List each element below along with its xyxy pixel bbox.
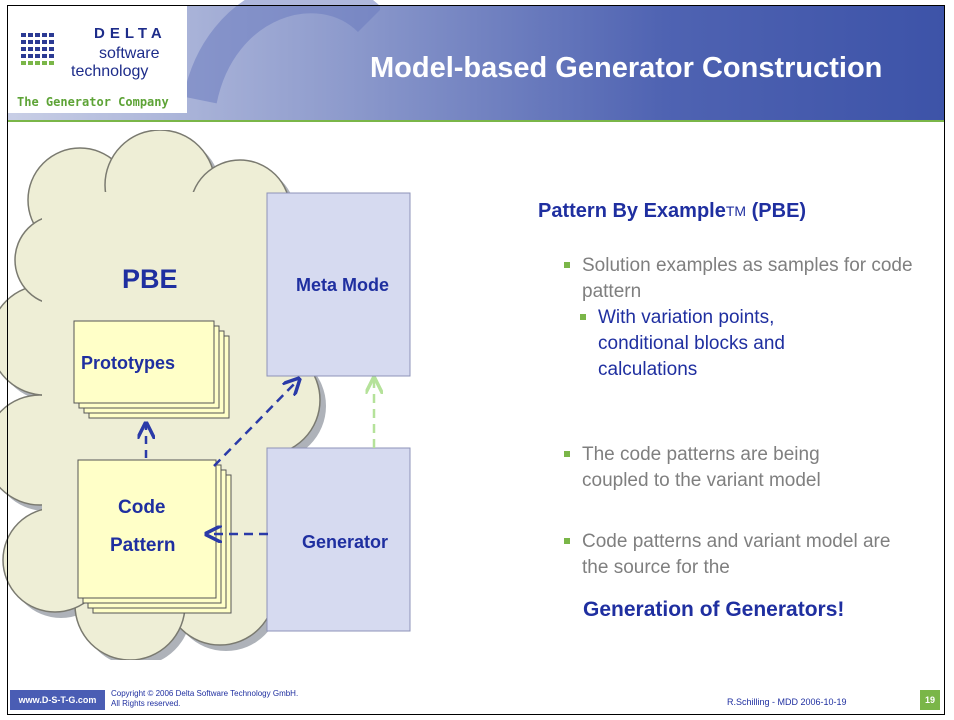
- logo-tagline: The Generator Company: [17, 95, 169, 109]
- header-swirl-decoration: [183, 0, 380, 104]
- sub-bullet-item: With variation points, conditional block…: [580, 305, 848, 383]
- prototypes-stack: [73, 320, 230, 419]
- meta-model-box: [266, 192, 411, 377]
- pbe-heading-suffix: (PBE): [746, 200, 807, 222]
- generator-box: [266, 447, 411, 632]
- code-pattern-label-line2: Pattern: [110, 535, 176, 556]
- pbe-cloud-label: PBE: [122, 264, 178, 294]
- bullet-text: The code patterns are being coupled to t…: [582, 444, 821, 491]
- footer-copyright: Copyright © 2006 Delta Software Technolo…: [111, 689, 298, 709]
- title-divider: [7, 120, 945, 122]
- bullet-text: Code patterns and variant model are the …: [582, 531, 891, 578]
- bullet-text: With variation points, conditional block…: [598, 307, 785, 380]
- generator-label: Generator: [302, 532, 389, 552]
- prototypes-label: Prototypes: [81, 353, 176, 373]
- bullet-text: Solution examples as samples for code pa…: [582, 255, 913, 302]
- bullet-square-icon: [564, 262, 570, 268]
- pbe-heading-text: Pattern By Example: [538, 200, 726, 222]
- bullet-item: The code patterns are being coupled to t…: [564, 442, 882, 494]
- pbe-heading: Pattern By ExampleTM (PBE): [538, 200, 806, 223]
- pbe-diagram: PBE Prototypes Code Pattern Meta Mode Ge…: [0, 130, 420, 660]
- code-pattern-stack: [77, 459, 232, 614]
- bullet-square-icon: [580, 314, 586, 320]
- slide-frame: [7, 5, 945, 715]
- copyright-line-1: Copyright © 2006 Delta Software Technolo…: [111, 689, 299, 698]
- logo-grid-icon: [21, 33, 54, 65]
- meta-model-label: Meta Mode: [296, 275, 390, 295]
- trademark-mark: TM: [725, 203, 747, 219]
- footer-website-link[interactable]: www.D-S-T-G.com: [10, 690, 105, 710]
- logo-line-technology: technology: [71, 63, 149, 80]
- pbe-diagram-graphic: [0, 130, 411, 660]
- logo: DELTA software technology The Generator …: [7, 5, 187, 113]
- bullet-square-icon: [564, 451, 570, 457]
- logo-line-software: software: [99, 45, 160, 62]
- generation-of-generators-emphasis: Generation of Generators!: [583, 598, 845, 621]
- bullet-square-icon: [564, 538, 570, 544]
- footer-author-date: R.Schilling - MDD 2006-10-19: [727, 697, 847, 707]
- slide-title: Model-based Generator Construction: [370, 52, 883, 84]
- logo-brand: DELTA: [94, 25, 167, 42]
- bullet-item: Solution examples as samples for code pa…: [564, 253, 932, 305]
- page-number-badge: 19: [920, 690, 940, 710]
- copyright-line-2: All Rights reserved.: [111, 699, 181, 708]
- bullet-item: Code patterns and variant model are the …: [564, 529, 922, 581]
- code-pattern-label-line1: Code: [118, 497, 166, 518]
